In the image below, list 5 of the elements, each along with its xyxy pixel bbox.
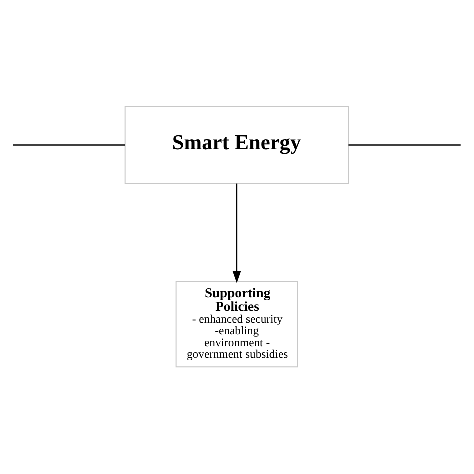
connector xyxy=(13,144,126,146)
node-box: Smart Energy xyxy=(124,106,350,184)
arrow xyxy=(232,184,242,284)
node-box: Supporting Policies - enhanced security -enabling environment - government subsidies xyxy=(176,281,298,368)
connector xyxy=(348,144,461,146)
